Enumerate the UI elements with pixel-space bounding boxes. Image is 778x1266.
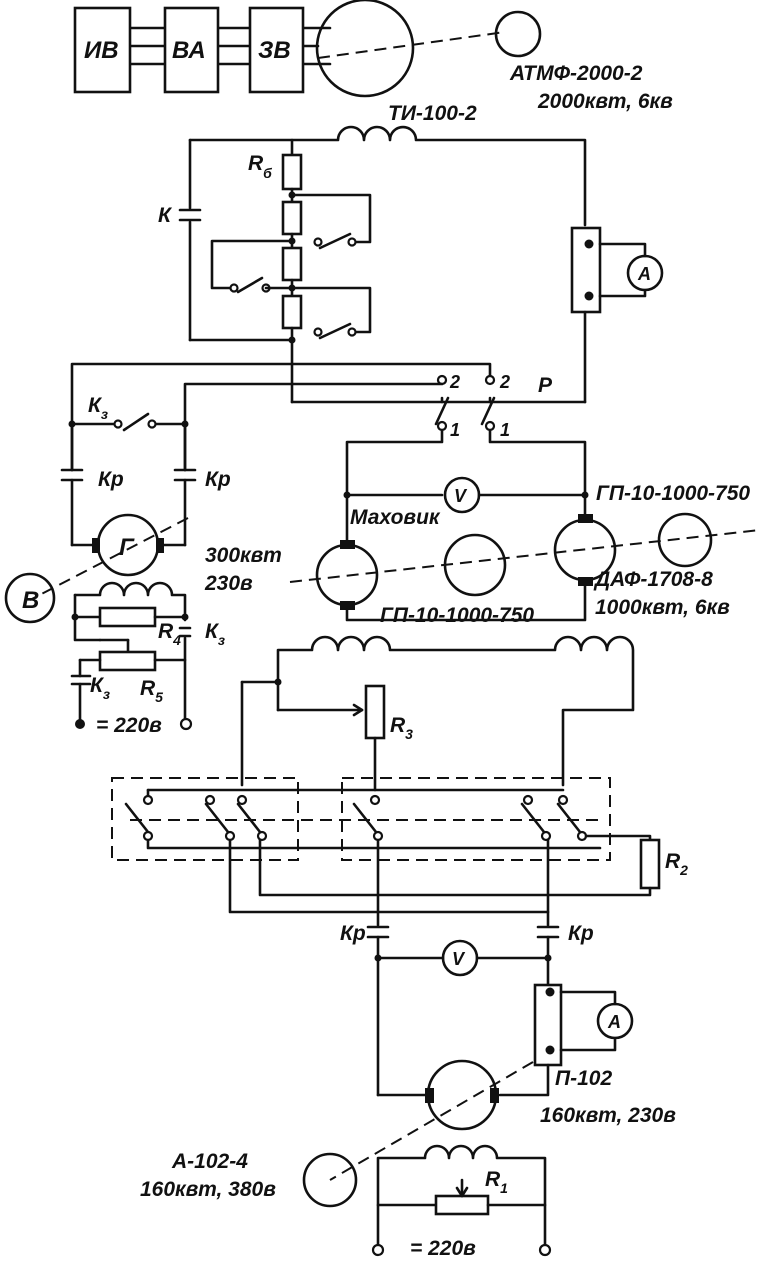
resistor-r1-label: R1 — [485, 1168, 508, 1196]
resistor-seg-1 — [281, 200, 303, 236]
motor-b-label: В — [22, 587, 39, 614]
resistor-r2-label: R2 — [665, 850, 688, 878]
block-zv-label: ЗВ — [258, 37, 291, 64]
resistor-r3 — [364, 684, 386, 740]
contactor-k-label: К — [158, 204, 173, 227]
motor-top-rating: 2000квт, 6кв — [537, 90, 673, 113]
changeover-switch-p: 2 2 Р 1 1 — [70, 362, 587, 547]
switch-pos1-left: 1 — [450, 420, 460, 440]
resistor-r2 — [639, 838, 661, 890]
resistor-seg-3 — [281, 294, 303, 330]
kp-bottom-right-label: Кр — [568, 922, 594, 945]
switch-term-a — [204, 794, 216, 806]
switch-p-label: Р — [538, 374, 553, 397]
resistor-r4 — [98, 606, 157, 628]
resistor-r5-label: R5 — [140, 677, 163, 705]
flywheel-label: Маховик — [350, 506, 441, 529]
kp-left-label: Кр — [98, 468, 124, 491]
motor-top-name: АТМФ-2000-2 — [509, 62, 643, 85]
reactor-circuit: ТИ-100-2 К Rб — [158, 102, 587, 404]
exciter-rating-1: 300квт — [205, 544, 282, 567]
k3-top-label: Кз — [88, 394, 108, 422]
gen-left-label: ГП-10-1000-750 — [380, 604, 534, 627]
block-va — [163, 6, 220, 94]
gen-right-label: ГП-10-1000-750 — [596, 482, 750, 505]
resistor-rb — [281, 153, 303, 191]
switch-term-b — [522, 794, 534, 806]
motor-bottom-name: П-102 — [555, 1067, 612, 1090]
resistor-r4-label: R4 — [158, 620, 181, 648]
switch-pos1-right: 1 — [500, 420, 510, 440]
resistor-rb-label: Rб — [248, 152, 272, 181]
voltmeter-top-label: V — [454, 486, 468, 506]
kp-right-label: Кр — [205, 468, 231, 491]
ammeter-top-label: A — [637, 264, 651, 284]
resistor-seg-2 — [281, 246, 303, 282]
reactor-label: ТИ-100-2 — [388, 102, 477, 125]
bottom-drive: Кр Кр V A П-102 160квт, 230в А-102-4 160… — [140, 922, 676, 1260]
switch-pos2-right: 2 — [499, 372, 510, 392]
exciter-circuit: Кз Кр Кр Г В 300квт 230в R4 Кз — [4, 394, 282, 737]
synchronous-motor-top: АТМФ-2000-2 2000квт, 6кв — [315, 0, 673, 113]
voltmeter-bottom-label: V — [452, 949, 466, 969]
k3-r5-label: Кз — [90, 674, 110, 702]
k3-r4-label: Кз — [205, 620, 225, 648]
resistor-r1 — [434, 1194, 490, 1216]
field-windings: R3 — [240, 635, 635, 792]
async-bottom-name: А-102-4 — [171, 1150, 248, 1173]
block-va-label: ВА — [172, 37, 206, 64]
block-iv-label: ИВ — [84, 37, 119, 64]
kp-bottom-left-label: Кр — [340, 922, 366, 945]
supply-left-label: = 220в — [96, 714, 162, 737]
resistor-r5 — [98, 650, 157, 672]
switching-block: R2 — [111, 777, 688, 927]
resistor-r3-label: R3 — [390, 714, 413, 742]
motor-right-name: ДАФ-1708-8 — [593, 568, 713, 591]
block-iv — [73, 6, 132, 94]
async-bottom-rating: 160квт, 380в — [140, 1178, 276, 1201]
supply-bottom-label: = 220в — [410, 1237, 476, 1260]
ammeter-shunt-top: A — [570, 226, 664, 404]
motor-generator-set: V Маховик ГП-10-1000-750 ГП-10-1000-750 … — [289, 476, 761, 627]
motor-right-rating: 1000квт, 6кв — [595, 596, 730, 619]
block-zv — [248, 6, 305, 94]
converter-chain: ИВ ВА ЗВ — [73, 6, 332, 94]
switch-pos2-left: 2 — [449, 372, 460, 392]
exciter-symbol: Г — [119, 534, 135, 561]
motor-bottom-rating: 160квт, 230в — [540, 1104, 676, 1127]
ammeter-bottom-label: A — [607, 1012, 621, 1032]
exciter-rating-2: 230в — [204, 572, 253, 595]
